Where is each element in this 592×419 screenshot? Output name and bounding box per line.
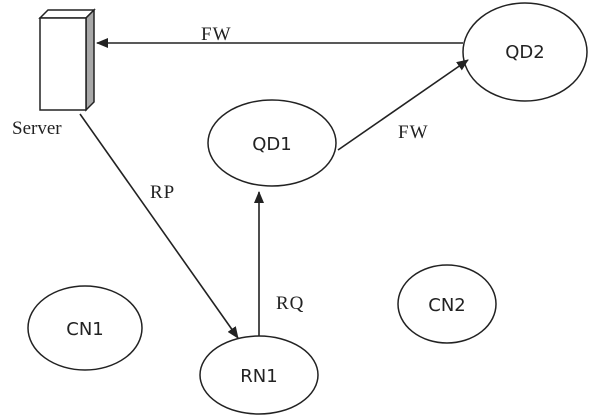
edge-server-to-rn1 <box>79 113 239 339</box>
node-label-cn2: CN2 <box>428 295 466 316</box>
edge-label-qd2-server: FW <box>201 24 232 45</box>
node-label-qd1: QD1 <box>252 134 291 155</box>
node-qd1: QD1 <box>207 99 337 187</box>
node-rn1: RN1 <box>199 335 319 415</box>
edge-label-qd1-qd2: FW <box>398 122 429 143</box>
node-qd2: QD2 <box>462 2 588 102</box>
edge-label-rn1-qd1: RQ <box>276 293 304 314</box>
node-label-cn1: CN1 <box>66 319 104 340</box>
server-label: Server <box>12 118 62 139</box>
edge-label-server-rn1: RP <box>150 182 175 203</box>
server-icon <box>38 8 96 112</box>
edge-qd1-to-qd2 <box>337 59 469 151</box>
node-label-qd2: QD2 <box>505 42 544 63</box>
node-label-rn1: RN1 <box>240 366 277 387</box>
node-cn2: CN2 <box>397 264 497 344</box>
node-cn1: CN1 <box>27 285 143 371</box>
